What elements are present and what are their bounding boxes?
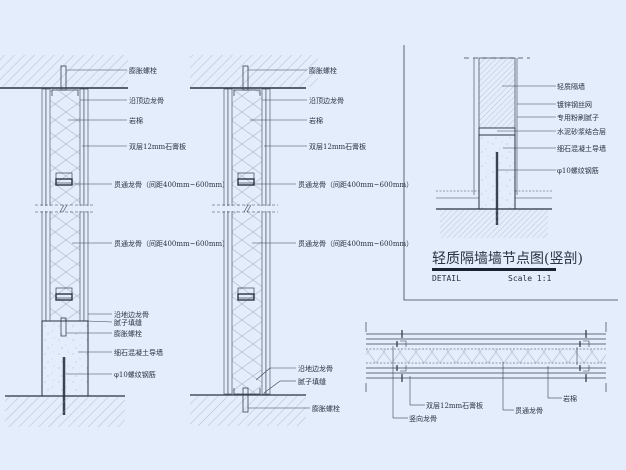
section-2-vertical-detail: 膨胀螺栓 沿顶边龙骨 岩棉 双层12mm石膏板 贯通龙骨（间距400mm~600… xyxy=(190,55,413,426)
plan-section-detail: 双层12mm石膏板 竖向龙骨 贯通龙骨 岩棉 xyxy=(365,322,607,423)
label-top-track: 沿顶边龙骨 xyxy=(129,96,164,105)
label-putty-joint: 腻子填缝 xyxy=(298,377,326,386)
detail-label: DETAIL xyxy=(432,274,461,283)
label-top-track: 沿顶边龙骨 xyxy=(309,96,344,105)
drawing-frame xyxy=(403,45,618,301)
label-floor-track: 沿地边龙骨 xyxy=(298,364,333,373)
label-double-gypsum-board: 双层12mm石膏板 xyxy=(129,142,186,151)
label-expansion-bolt-bottom: 膨胀螺栓 xyxy=(114,329,142,338)
label-wire-mesh: 镀锌钢丝网 xyxy=(557,100,592,109)
label-rock-wool: 岩棉 xyxy=(309,116,323,125)
label-double-gypsum-board: 双层12mm石膏板 xyxy=(309,142,366,151)
label-through-stud-1: 贯通龙骨（间距400mm~600mm） xyxy=(114,180,229,189)
label-expansion-bolt: 膨胀螺栓 xyxy=(129,66,157,75)
label-concrete-curb: 细石混凝土导墙 xyxy=(557,144,606,153)
label-expansion-bolt: 膨胀螺栓 xyxy=(309,66,337,75)
label-through-stud-1: 贯通龙骨（间距400mm~600mm） xyxy=(298,180,413,189)
label-rebar: φ10螺纹钢筋 xyxy=(114,370,156,379)
label-rebar: φ10螺纹钢筋 xyxy=(557,166,599,175)
label-rock-wool: 岩棉 xyxy=(563,394,577,403)
section-1-vertical-detail: 膨胀螺栓 沿顶边龙骨 岩棉 双层12mm石膏板 贯通龙骨（间距400mm~600… xyxy=(0,55,229,427)
label-rock-wool: 岩棉 xyxy=(129,116,143,125)
label-through-stud-2: 贯通龙骨（间距400mm~600mm） xyxy=(298,239,413,248)
label-double-gypsum-board: 双层12mm石膏板 xyxy=(426,401,483,410)
label-putty-joint: 腻子填缝 xyxy=(114,318,142,327)
label-expansion-bolt-bottom: 膨胀螺栓 xyxy=(312,404,340,413)
scale-label: Scale 1:1 xyxy=(508,274,552,283)
ceiling-slab xyxy=(0,55,128,87)
drawing-title: 轻质隔墙墙节点图(竖剖) xyxy=(432,251,583,267)
label-light-wall: 轻质隔墙 xyxy=(557,82,585,91)
light-wall xyxy=(478,57,516,129)
floor-slab xyxy=(5,397,125,427)
label-through-stud: 贯通龙骨 xyxy=(515,406,543,415)
label-putty: 专用粉刷腻子 xyxy=(557,113,599,122)
label-concrete-curb: 细石混凝土导墙 xyxy=(114,348,163,357)
label-vertical-stud: 竖向龙骨 xyxy=(409,414,437,423)
label-mortar-layer: 水泥砂浆结合层 xyxy=(557,127,606,136)
label-through-stud-2: 贯通龙骨（间距400mm~600mm） xyxy=(114,239,229,248)
section-3-vertical-detail: 轻质隔墙 镀锌钢丝网 专用粉刷腻子 水泥砂浆结合层 细石混凝土导墙 φ10螺纹钢… xyxy=(403,45,618,301)
label-floor-track: 沿地边龙骨 xyxy=(114,310,149,319)
